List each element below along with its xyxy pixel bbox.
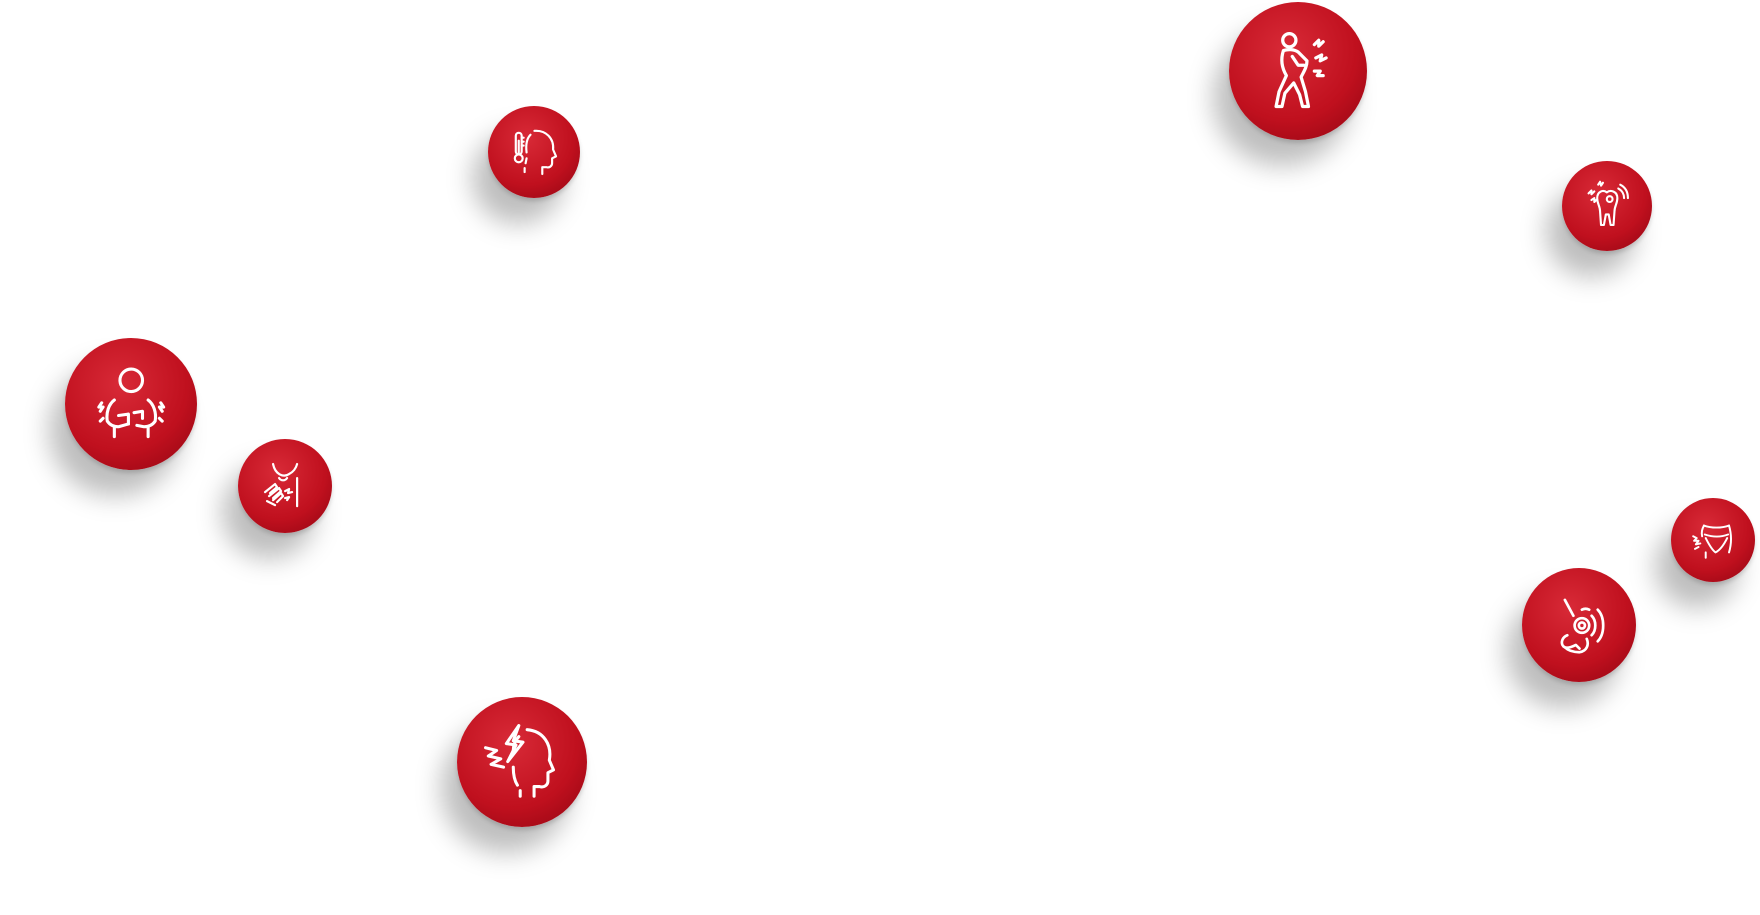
headache-icon	[484, 724, 556, 799]
body-ache-person-icon	[97, 367, 165, 438]
earache-icon	[1560, 598, 1605, 654]
pelvic-pain-bubble	[1671, 498, 1755, 582]
fever-bubble	[488, 106, 580, 198]
sore-throat-bubble	[238, 439, 332, 533]
back-pain-person-icon	[1274, 31, 1328, 108]
pelvic-pain-icon	[1692, 524, 1733, 559]
back-pain-bubble	[1229, 2, 1367, 140]
earache-bubble	[1522, 568, 1636, 682]
toothache-icon	[1587, 180, 1630, 227]
toothache-bubble	[1562, 161, 1652, 251]
body-ache-bubble	[65, 338, 197, 470]
headache-bubble	[457, 697, 587, 827]
sore-throat-icon	[263, 462, 299, 508]
fever-thermometer-head-icon	[513, 129, 557, 175]
